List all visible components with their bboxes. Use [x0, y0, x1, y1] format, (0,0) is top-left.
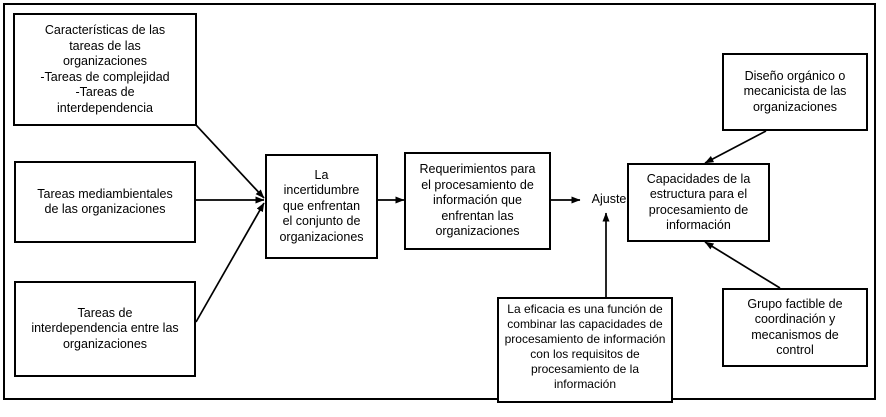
edge-diseno-to-capacidades — [704, 130, 767, 164]
label-ajuste: Ajuste — [591, 192, 627, 206]
edge-grupo-to-capacidades — [704, 241, 781, 289]
node-diseno-organico[interactable]: Diseño orgánico o mecanicista de las org… — [722, 53, 868, 131]
node-tareas-interdependencia[interactable]: Tareas de interdependencia entre las org… — [14, 281, 196, 377]
node-caracteristicas-tareas[interactable]: Características de las tareas de las org… — [13, 13, 197, 126]
diagram-outer-border — [3, 3, 876, 400]
node-capacidades[interactable]: Capacidades de la estructura para el pro… — [627, 163, 770, 242]
node-grupo-factible[interactable]: Grupo factible de coordinación y mecanis… — [722, 288, 868, 367]
edge-interdependencia-to-incertidumbre — [195, 202, 265, 323]
node-incertidumbre[interactable]: La incertidumbre que enfrentan el conjun… — [265, 154, 378, 259]
edge-caracteristicas-to-incertidumbre — [195, 124, 265, 199]
node-eficacia[interactable]: La eficacia es una función de combinar l… — [497, 297, 673, 403]
node-requerimientos[interactable]: Requerimientos para el procesamiento de … — [404, 152, 551, 250]
node-tareas-mediambientales[interactable]: Tareas mediambientales de las organizaci… — [14, 161, 196, 243]
